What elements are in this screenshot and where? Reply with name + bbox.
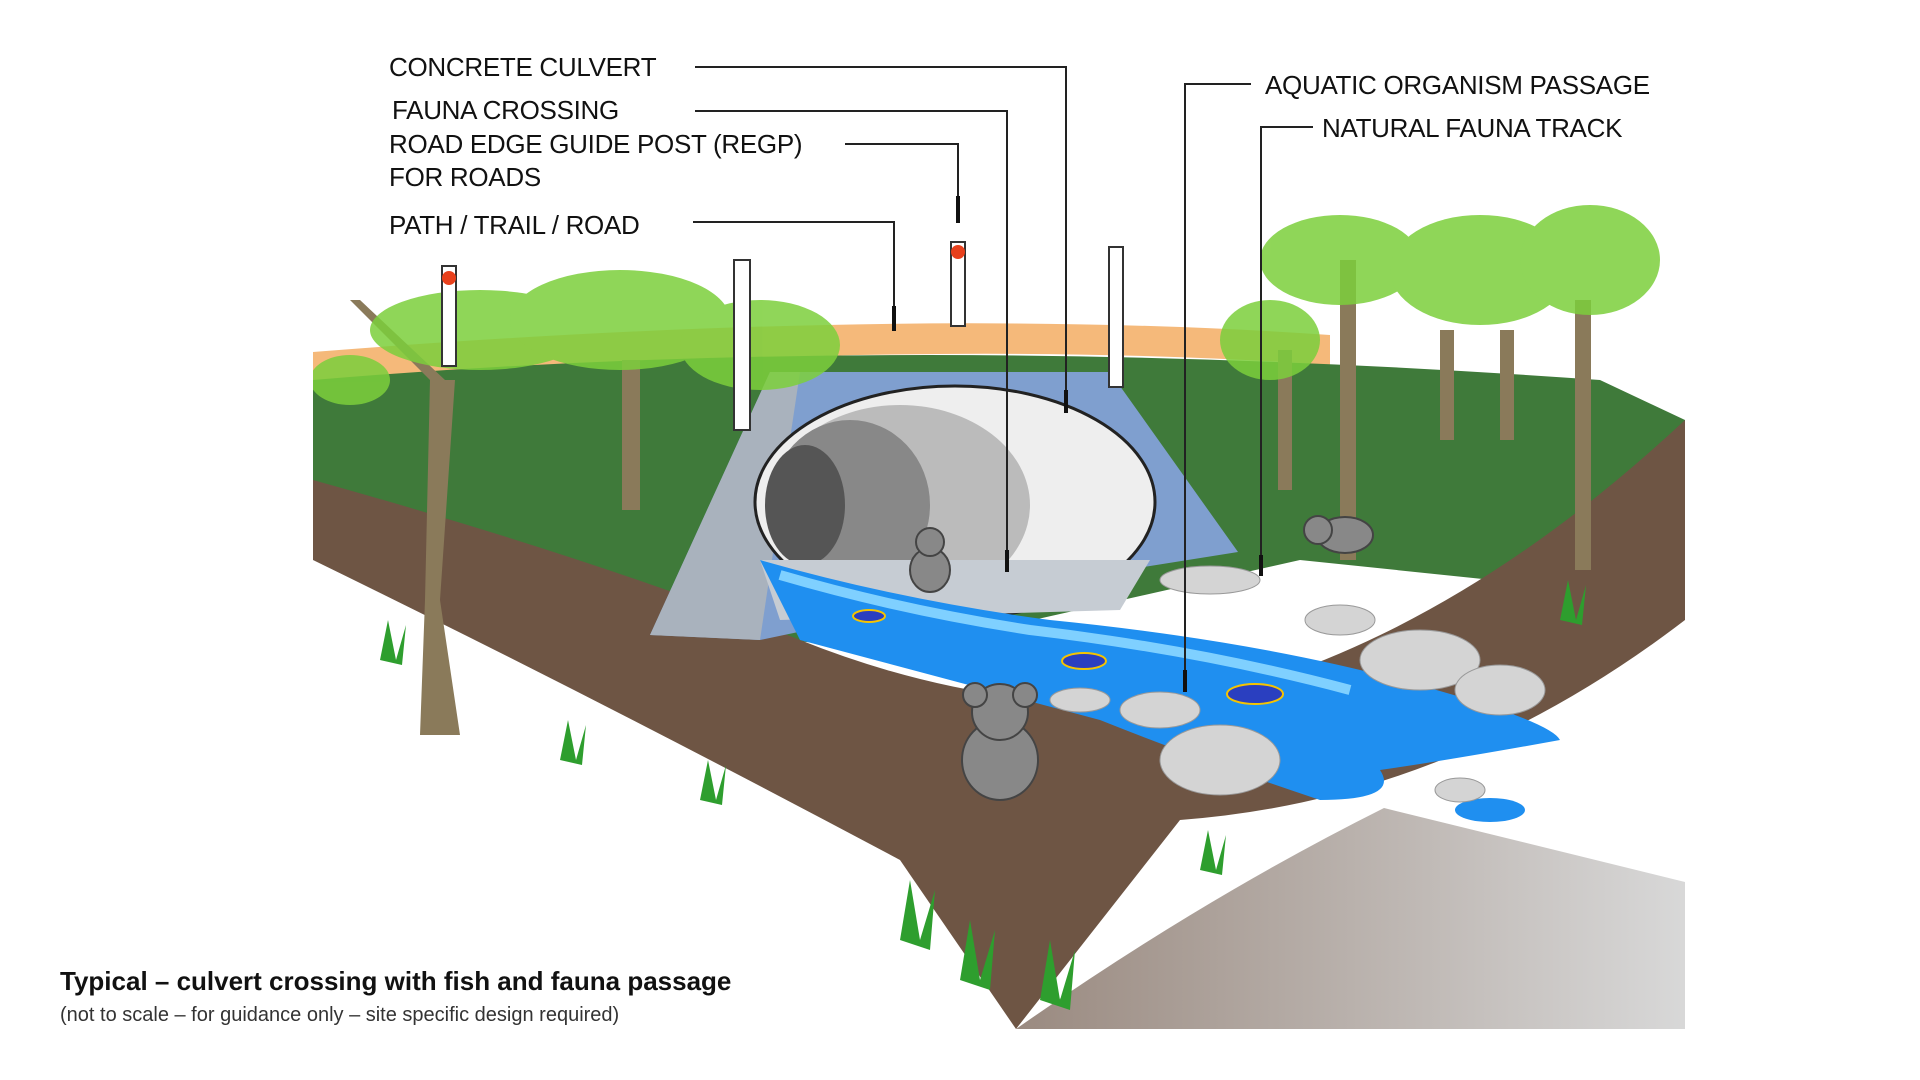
caption-title: Typical – culvert crossing with fish and… [60, 966, 732, 996]
label-aquatic-passage: AQUATIC ORGANISM PASSAGE [1265, 70, 1650, 100]
caption-subtitle: (not to scale – for guidance only – site… [60, 1004, 620, 1026]
label-natural-fauna-track: NATURAL FAUNA TRACK [1322, 113, 1623, 143]
label-regp-roads: FOR ROADS [389, 162, 541, 192]
grass-bank [313, 560, 1016, 1029]
foliage [313, 205, 1660, 405]
reflector-icon [951, 245, 965, 259]
label-regp: ROAD EDGE GUIDE POST (REGP) [389, 129, 803, 159]
koala [909, 515, 1374, 801]
grey-path [1016, 808, 1685, 1029]
grass [380, 580, 1586, 1010]
fish [852, 609, 1284, 705]
reflector-icon [442, 271, 456, 285]
label-concrete-culvert: CONCRETE CULVERT [389, 52, 657, 82]
label-path: PATH / TRAIL / ROAD [389, 210, 640, 240]
leader-lines [693, 66, 1313, 692]
label-fauna-crossing: FAUNA CROSSING [392, 95, 619, 125]
guide-posts [441, 241, 1124, 431]
